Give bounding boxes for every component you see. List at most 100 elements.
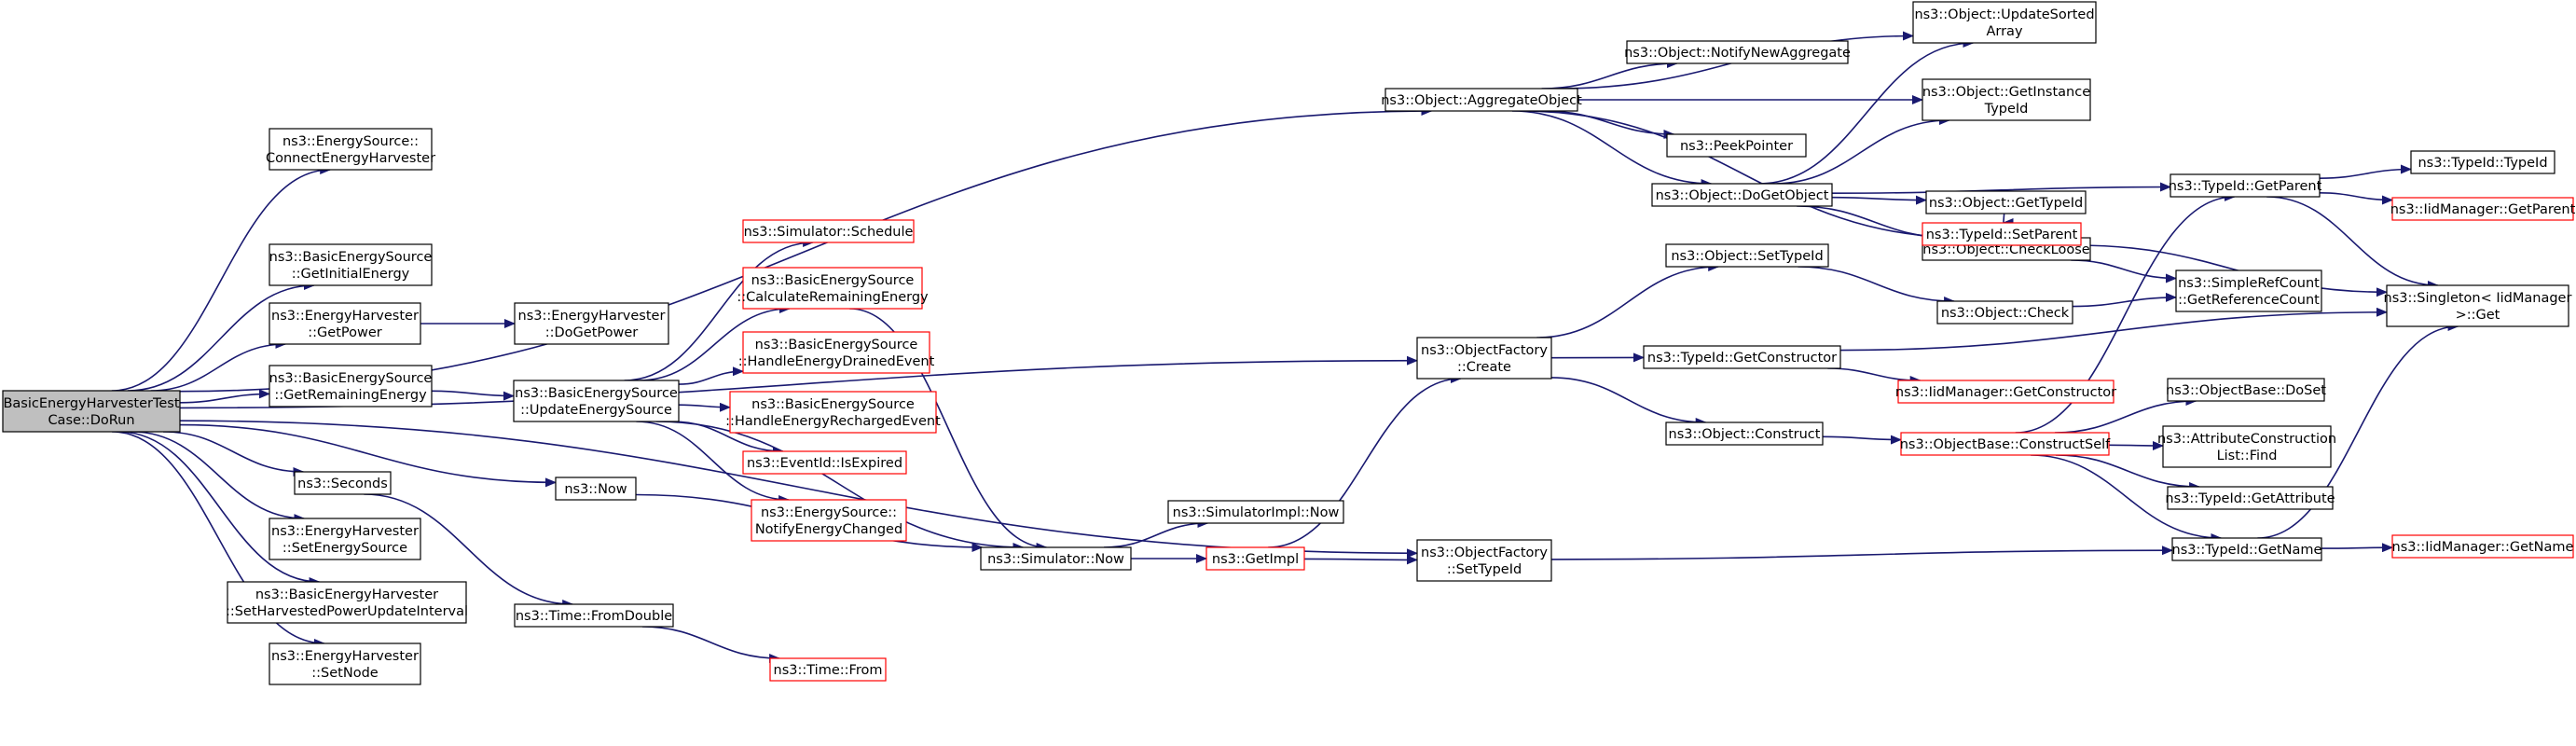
node-label-seconds-line-0: ns3::Seconds: [297, 477, 388, 491]
node-factorySetTypeId[interactable]: ns3::ObjectFactory::SetTypeId: [1416, 539, 1552, 582]
node-iidGetName[interactable]: ns3::IidManager::GetName: [2391, 534, 2574, 559]
node-box-calcRemaining[interactable]: [742, 267, 923, 310]
node-factoryCreate[interactable]: ns3::ObjectFactory::Create: [1416, 337, 1552, 380]
node-peekPointer[interactable]: ns3::PeekPointer: [1666, 133, 1807, 158]
node-box-setParent[interactable]: [1922, 222, 2082, 246]
node-doGetPower[interactable]: ns3::EnergyHarvester::DoGetPower: [514, 302, 669, 345]
node-isExpired[interactable]: ns3::EventId::IsExpired: [742, 450, 907, 475]
node-typeIdCtor[interactable]: ns3::TypeId::TypeId: [2410, 150, 2555, 174]
node-connectHarvester[interactable]: ns3::EnergySource::ConnectEnergyHarveste…: [266, 128, 435, 171]
node-seconds[interactable]: ns3::Seconds: [294, 471, 392, 495]
node-schedule[interactable]: ns3::Simulator::Schedule: [742, 219, 915, 243]
node-box-root[interactable]: [2, 390, 181, 433]
node-box-getInstanceTypeId[interactable]: [1922, 78, 2091, 121]
node-objCheck[interactable]: ns3::Object::Check: [1936, 300, 2073, 325]
node-setInterval[interactable]: ns3::BasicEnergyHarvester::SetHarvestedP…: [226, 581, 468, 624]
node-box-notifyNewAgg[interactable]: [1626, 40, 1849, 64]
node-setEnergySource[interactable]: ns3::EnergyHarvester::SetEnergySource: [269, 518, 421, 560]
node-box-simNow[interactable]: [980, 546, 1132, 571]
node-box-factoryCreate[interactable]: [1416, 337, 1552, 380]
node-box-seconds[interactable]: [294, 471, 392, 495]
node-simNow[interactable]: ns3::Simulator::Now: [980, 546, 1132, 571]
node-box-simImplNow[interactable]: [1167, 500, 1344, 524]
node-notifyNewAgg[interactable]: ns3::Object::NotifyNewAggregate: [1624, 40, 1851, 64]
node-box-iidGetName[interactable]: [2391, 534, 2574, 559]
node-box-getName[interactable]: [2171, 537, 2322, 561]
node-getAttribute[interactable]: ns3::TypeId::GetAttribute: [2165, 486, 2335, 510]
node-box-setNode[interactable]: [269, 642, 421, 685]
node-box-doGetPower[interactable]: [514, 302, 669, 345]
node-box-setTypeIdObj[interactable]: [1665, 243, 1829, 268]
node-box-isExpired[interactable]: [742, 450, 907, 475]
node-getImpl[interactable]: ns3::GetImpl: [1205, 546, 1305, 571]
node-box-getParent[interactable]: [2170, 173, 2321, 198]
node-box-typeIdCtor[interactable]: [2410, 150, 2555, 174]
node-box-attrFind[interactable]: [2162, 425, 2332, 468]
node-box-recharged[interactable]: [729, 391, 937, 434]
node-getName[interactable]: ns3::TypeId::GetName: [2171, 537, 2322, 561]
node-objConstruct[interactable]: ns3::Object::Construct: [1665, 421, 1824, 446]
node-box-getInitialEnergy[interactable]: [269, 243, 433, 286]
node-setParent[interactable]: ns3::TypeId::SetParent: [1922, 222, 2082, 246]
node-doGetObject[interactable]: ns3::Object::DoGetObject: [1651, 183, 1833, 207]
node-getParent[interactable]: ns3::TypeId::GetParent: [2169, 173, 2322, 198]
node-box-peekPointer[interactable]: [1666, 133, 1807, 158]
node-getPower[interactable]: ns3::EnergyHarvester::GetPower: [269, 302, 421, 345]
node-box-getImpl[interactable]: [1205, 546, 1305, 571]
node-getInitialEnergy[interactable]: ns3::BasicEnergySource::GetInitialEnergy: [269, 243, 433, 286]
node-box-notifyChanged[interactable]: [751, 499, 907, 542]
node-box-setInterval[interactable]: [227, 581, 467, 624]
node-box-iidGetParent[interactable]: [2391, 197, 2574, 221]
node-setNode[interactable]: ns3::EnergyHarvester::SetNode: [269, 642, 421, 685]
node-box-timeFrom[interactable]: [769, 657, 887, 682]
node-box-singletonGet[interactable]: [2386, 284, 2569, 327]
node-constructSelf[interactable]: ns3::ObjectBase::ConstructSelf: [1900, 432, 2111, 456]
node-getRefCount[interactable]: ns3::SimpleRefCount::GetReferenceCount: [2175, 269, 2322, 312]
node-box-iidGetConstructor[interactable]: [1897, 380, 2115, 404]
node-getTypeIdObj[interactable]: ns3::Object::GetTypeId: [1925, 190, 2087, 214]
node-singletonGet[interactable]: ns3::Singleton< IidManager>::Get: [2384, 284, 2572, 327]
node-updateEnergy[interactable]: ns3::BasicEnergySource::UpdateEnergySour…: [513, 380, 680, 422]
node-box-objConstruct[interactable]: [1665, 421, 1824, 446]
node-drained[interactable]: ns3::BasicEnergySource::HandleEnergyDrai…: [738, 331, 935, 374]
node-iidGetParent[interactable]: ns3::IidManager::GetParent: [2390, 197, 2576, 221]
node-box-getRemaining[interactable]: [269, 365, 433, 408]
node-calcRemaining[interactable]: ns3::BasicEnergySource::CalculateRemaini…: [737, 267, 929, 310]
node-checkLoose[interactable]: ns3::Object::CheckLoose: [1922, 237, 2091, 261]
node-box-schedule[interactable]: [742, 219, 915, 243]
node-box-updateSorted[interactable]: [1912, 1, 2097, 44]
node-box-getAttribute[interactable]: [2167, 486, 2334, 510]
node-box-now[interactable]: [555, 477, 637, 501]
node-aggregate[interactable]: ns3::Object::AggregateObject: [1381, 88, 1582, 112]
node-iidGetConstructor[interactable]: ns3::IidManager::GetConstructor: [1895, 380, 2116, 404]
node-box-updateEnergy[interactable]: [513, 380, 680, 422]
node-box-getPower[interactable]: [269, 302, 421, 345]
node-box-doSet[interactable]: [2167, 378, 2325, 402]
node-doSet[interactable]: ns3::ObjectBase::DoSet: [2166, 378, 2326, 402]
node-fromDouble[interactable]: ns3::Time::FromDouble: [514, 603, 674, 628]
node-box-getRefCount[interactable]: [2175, 269, 2322, 312]
node-getConstructor[interactable]: ns3::TypeId::GetConstructor: [1643, 345, 1841, 369]
node-setTypeIdObj[interactable]: ns3::Object::SetTypeId: [1665, 243, 1829, 268]
node-getRemaining[interactable]: ns3::BasicEnergySource::GetRemainingEner…: [269, 365, 433, 408]
node-box-connectHarvester[interactable]: [269, 128, 433, 171]
node-box-factorySetTypeId[interactable]: [1416, 539, 1552, 582]
node-simImplNow[interactable]: ns3::SimulatorImpl::Now: [1167, 500, 1344, 524]
node-box-objCheck[interactable]: [1936, 300, 2073, 325]
node-box-fromDouble[interactable]: [514, 603, 674, 628]
node-now[interactable]: ns3::Now: [555, 477, 637, 501]
node-notifyChanged[interactable]: ns3::EnergySource::NotifyEnergyChanged: [751, 499, 907, 542]
node-timeFrom[interactable]: ns3::Time::From: [769, 657, 887, 682]
node-recharged[interactable]: ns3::BasicEnergySource::HandleEnergyRech…: [725, 391, 941, 434]
node-box-aggregate[interactable]: [1384, 88, 1578, 112]
node-box-doGetObject[interactable]: [1651, 183, 1833, 207]
node-box-setEnergySource[interactable]: [269, 518, 421, 560]
node-box-getConstructor[interactable]: [1643, 345, 1841, 369]
node-box-drained[interactable]: [742, 331, 930, 374]
node-box-getTypeIdObj[interactable]: [1925, 190, 2087, 214]
node-box-constructSelf[interactable]: [1900, 432, 2110, 456]
